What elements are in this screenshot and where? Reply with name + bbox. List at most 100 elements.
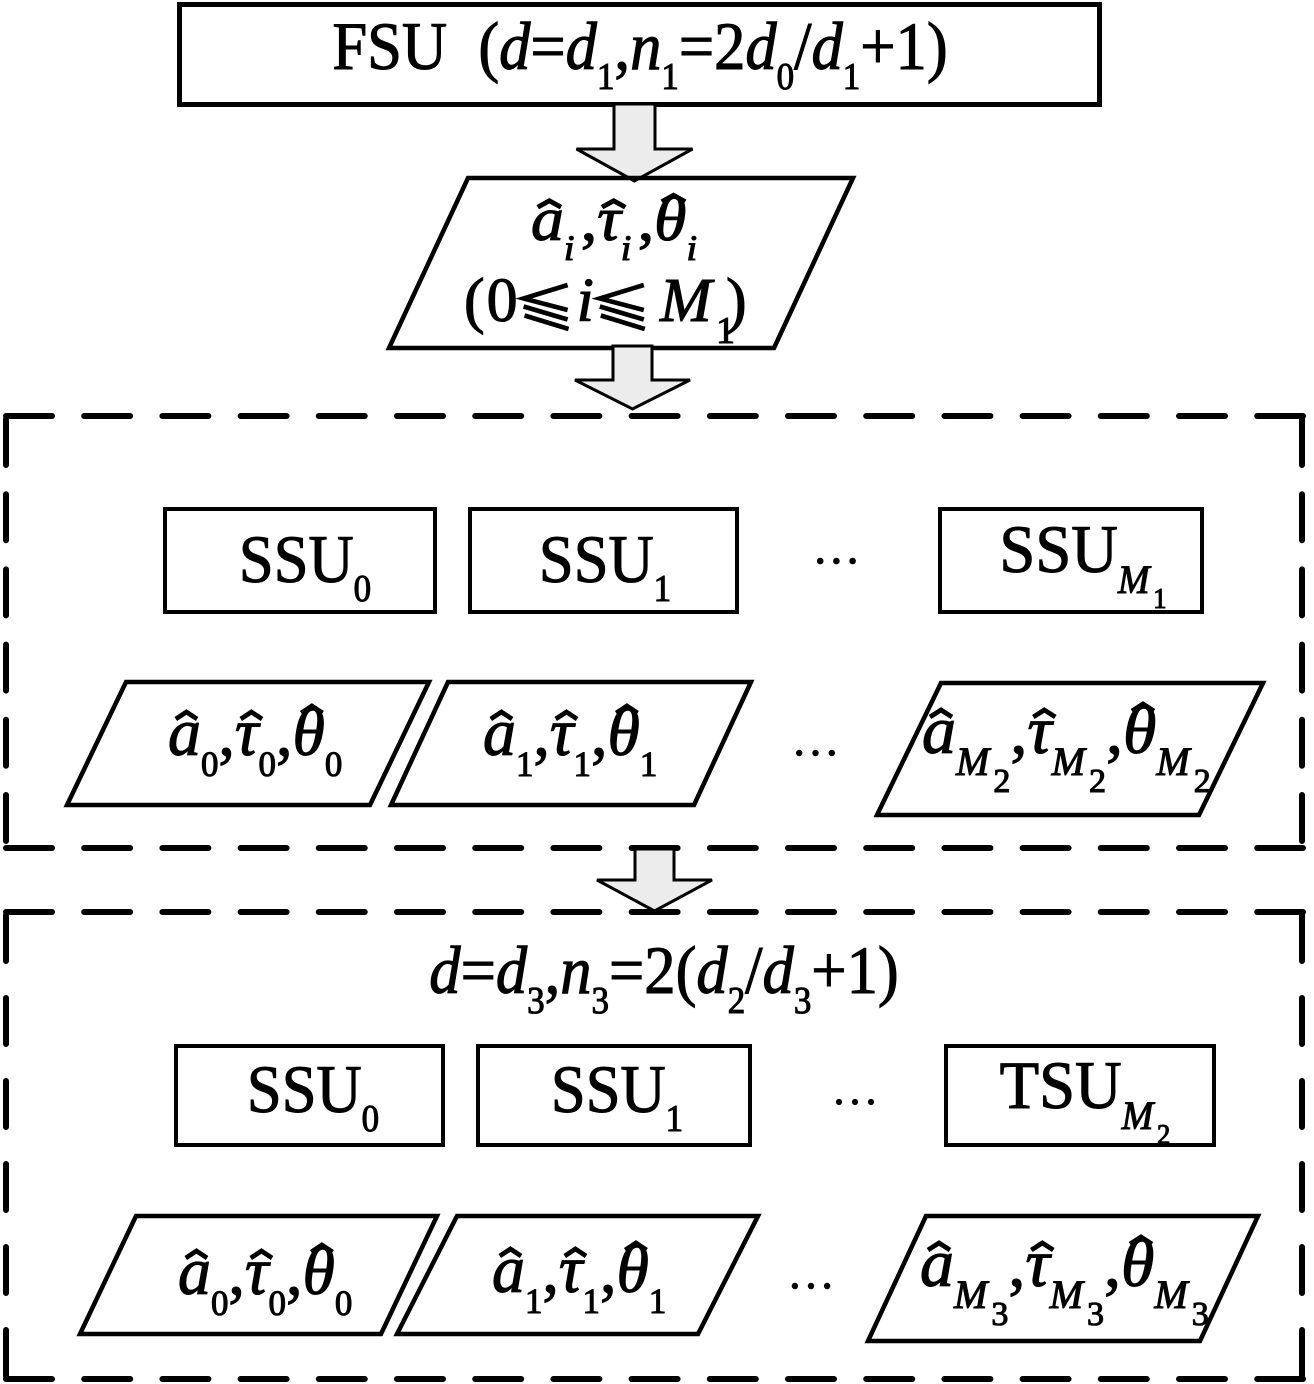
svg-text:a: a bbox=[920, 1225, 954, 1301]
svg-text:a: a bbox=[922, 692, 956, 768]
svg-text:,: , bbox=[286, 1234, 302, 1309]
svg-text:τ: τ bbox=[597, 185, 623, 254]
svg-text:i: i bbox=[564, 229, 575, 269]
svg-text:d: d bbox=[499, 10, 531, 85]
svg-text:a: a bbox=[178, 1234, 211, 1309]
svg-text:1: 1 bbox=[843, 55, 860, 98]
svg-text:M: M bbox=[953, 1272, 990, 1317]
svg-text:,: , bbox=[1010, 692, 1027, 768]
svg-text:+1): +1) bbox=[811, 934, 898, 1009]
svg-text:M: M bbox=[1117, 558, 1152, 602]
svg-text:(: ( bbox=[464, 267, 485, 335]
svg-text:3: 3 bbox=[794, 979, 811, 1022]
svg-text:n: n bbox=[630, 10, 661, 85]
svg-text:1: 1 bbox=[716, 310, 735, 352]
svg-text:,: , bbox=[600, 1232, 616, 1307]
svg-text:/: / bbox=[745, 934, 763, 1009]
svg-text:n: n bbox=[560, 934, 591, 1009]
svg-text:0: 0 bbox=[777, 55, 794, 98]
svg-text:3: 3 bbox=[527, 979, 544, 1022]
svg-text:TSU: TSU bbox=[1000, 1049, 1122, 1124]
svg-text:a: a bbox=[168, 695, 201, 770]
svg-text:M: M bbox=[659, 267, 715, 335]
svg-text:SSU: SSU bbox=[539, 523, 654, 598]
svg-text:3: 3 bbox=[1087, 1296, 1104, 1333]
svg-text:i: i bbox=[621, 229, 632, 269]
svg-text:=: = bbox=[461, 934, 496, 1009]
svg-text:1: 1 bbox=[574, 744, 591, 785]
svg-text:): ) bbox=[726, 267, 747, 335]
svg-text:,: , bbox=[276, 695, 292, 770]
svg-text:2: 2 bbox=[1194, 763, 1211, 800]
svg-text:,: , bbox=[638, 185, 654, 254]
svg-text:1: 1 bbox=[640, 744, 657, 785]
svg-text:,: , bbox=[533, 695, 549, 770]
svg-text:,: , bbox=[614, 10, 630, 85]
svg-text:2: 2 bbox=[1089, 763, 1106, 800]
svg-text:M: M bbox=[1049, 1272, 1086, 1317]
svg-text:,: , bbox=[218, 695, 234, 770]
svg-text:0: 0 bbox=[487, 267, 518, 335]
svg-text:0: 0 bbox=[259, 744, 276, 785]
svg-text:=: = bbox=[530, 10, 565, 85]
svg-text:+1): +1) bbox=[860, 10, 947, 85]
svg-text:,: , bbox=[228, 1234, 244, 1309]
svg-text:SSU: SSU bbox=[247, 1053, 362, 1128]
svg-text:τ: τ bbox=[235, 695, 261, 770]
svg-text:τ: τ bbox=[1027, 692, 1054, 768]
svg-text:,: , bbox=[542, 1232, 558, 1307]
svg-text:d: d bbox=[696, 934, 728, 1009]
svg-text:0: 0 bbox=[325, 744, 342, 785]
svg-text:3: 3 bbox=[991, 1296, 1008, 1333]
svg-text:1: 1 bbox=[661, 55, 678, 98]
svg-text:FSU (: FSU ( bbox=[332, 10, 499, 85]
svg-text:/: / bbox=[794, 10, 812, 85]
svg-text:0: 0 bbox=[335, 1283, 352, 1324]
svg-text:a: a bbox=[492, 1232, 525, 1307]
svg-text:τ: τ bbox=[245, 1234, 271, 1309]
svg-text:1: 1 bbox=[583, 1281, 600, 1322]
svg-text:=2: =2 bbox=[679, 10, 746, 85]
svg-text:,: , bbox=[1008, 1225, 1025, 1301]
svg-text:i: i bbox=[686, 229, 697, 269]
svg-text:SSU: SSU bbox=[999, 513, 1117, 588]
svg-text:0: 0 bbox=[211, 1283, 228, 1324]
svg-text:θ: θ bbox=[292, 695, 324, 770]
svg-text:0: 0 bbox=[201, 744, 218, 785]
svg-text:i: i bbox=[577, 267, 594, 335]
svg-text:SSU: SSU bbox=[551, 1053, 666, 1128]
svg-text:=2(: =2( bbox=[609, 934, 696, 1009]
svg-text:τ: τ bbox=[550, 695, 576, 770]
svg-text:0: 0 bbox=[354, 567, 371, 610]
svg-text:θ: θ bbox=[1123, 692, 1156, 768]
svg-text:a: a bbox=[531, 185, 564, 254]
svg-text:3: 3 bbox=[592, 979, 609, 1022]
svg-text:0: 0 bbox=[362, 1097, 379, 1140]
svg-text:M: M bbox=[1153, 1272, 1190, 1317]
svg-text:3: 3 bbox=[1192, 1296, 1209, 1333]
svg-text:1: 1 bbox=[654, 567, 671, 610]
svg-text:2: 2 bbox=[728, 979, 745, 1022]
svg-text:M: M bbox=[1051, 739, 1088, 784]
svg-text:d: d bbox=[745, 10, 777, 85]
svg-text:1: 1 bbox=[597, 55, 614, 98]
svg-text:SSU: SSU bbox=[239, 523, 354, 598]
svg-text:d: d bbox=[812, 10, 844, 85]
svg-text:1: 1 bbox=[525, 1281, 542, 1322]
svg-text:1: 1 bbox=[1153, 583, 1166, 614]
svg-text:d: d bbox=[763, 934, 795, 1009]
svg-text:1: 1 bbox=[666, 1097, 683, 1140]
svg-text:M: M bbox=[1121, 1094, 1156, 1138]
svg-text:1: 1 bbox=[516, 744, 533, 785]
svg-text:,: , bbox=[1104, 1225, 1121, 1301]
svg-text:a: a bbox=[483, 695, 516, 770]
svg-text:1: 1 bbox=[649, 1281, 666, 1322]
svg-text:,: , bbox=[545, 934, 561, 1009]
svg-text:0: 0 bbox=[269, 1283, 286, 1324]
svg-text:,: , bbox=[1106, 692, 1123, 768]
svg-text:d: d bbox=[496, 934, 528, 1009]
svg-text:d: d bbox=[566, 10, 598, 85]
svg-text:2: 2 bbox=[993, 763, 1010, 800]
svg-text:,: , bbox=[591, 695, 607, 770]
svg-text:τ: τ bbox=[559, 1232, 585, 1307]
